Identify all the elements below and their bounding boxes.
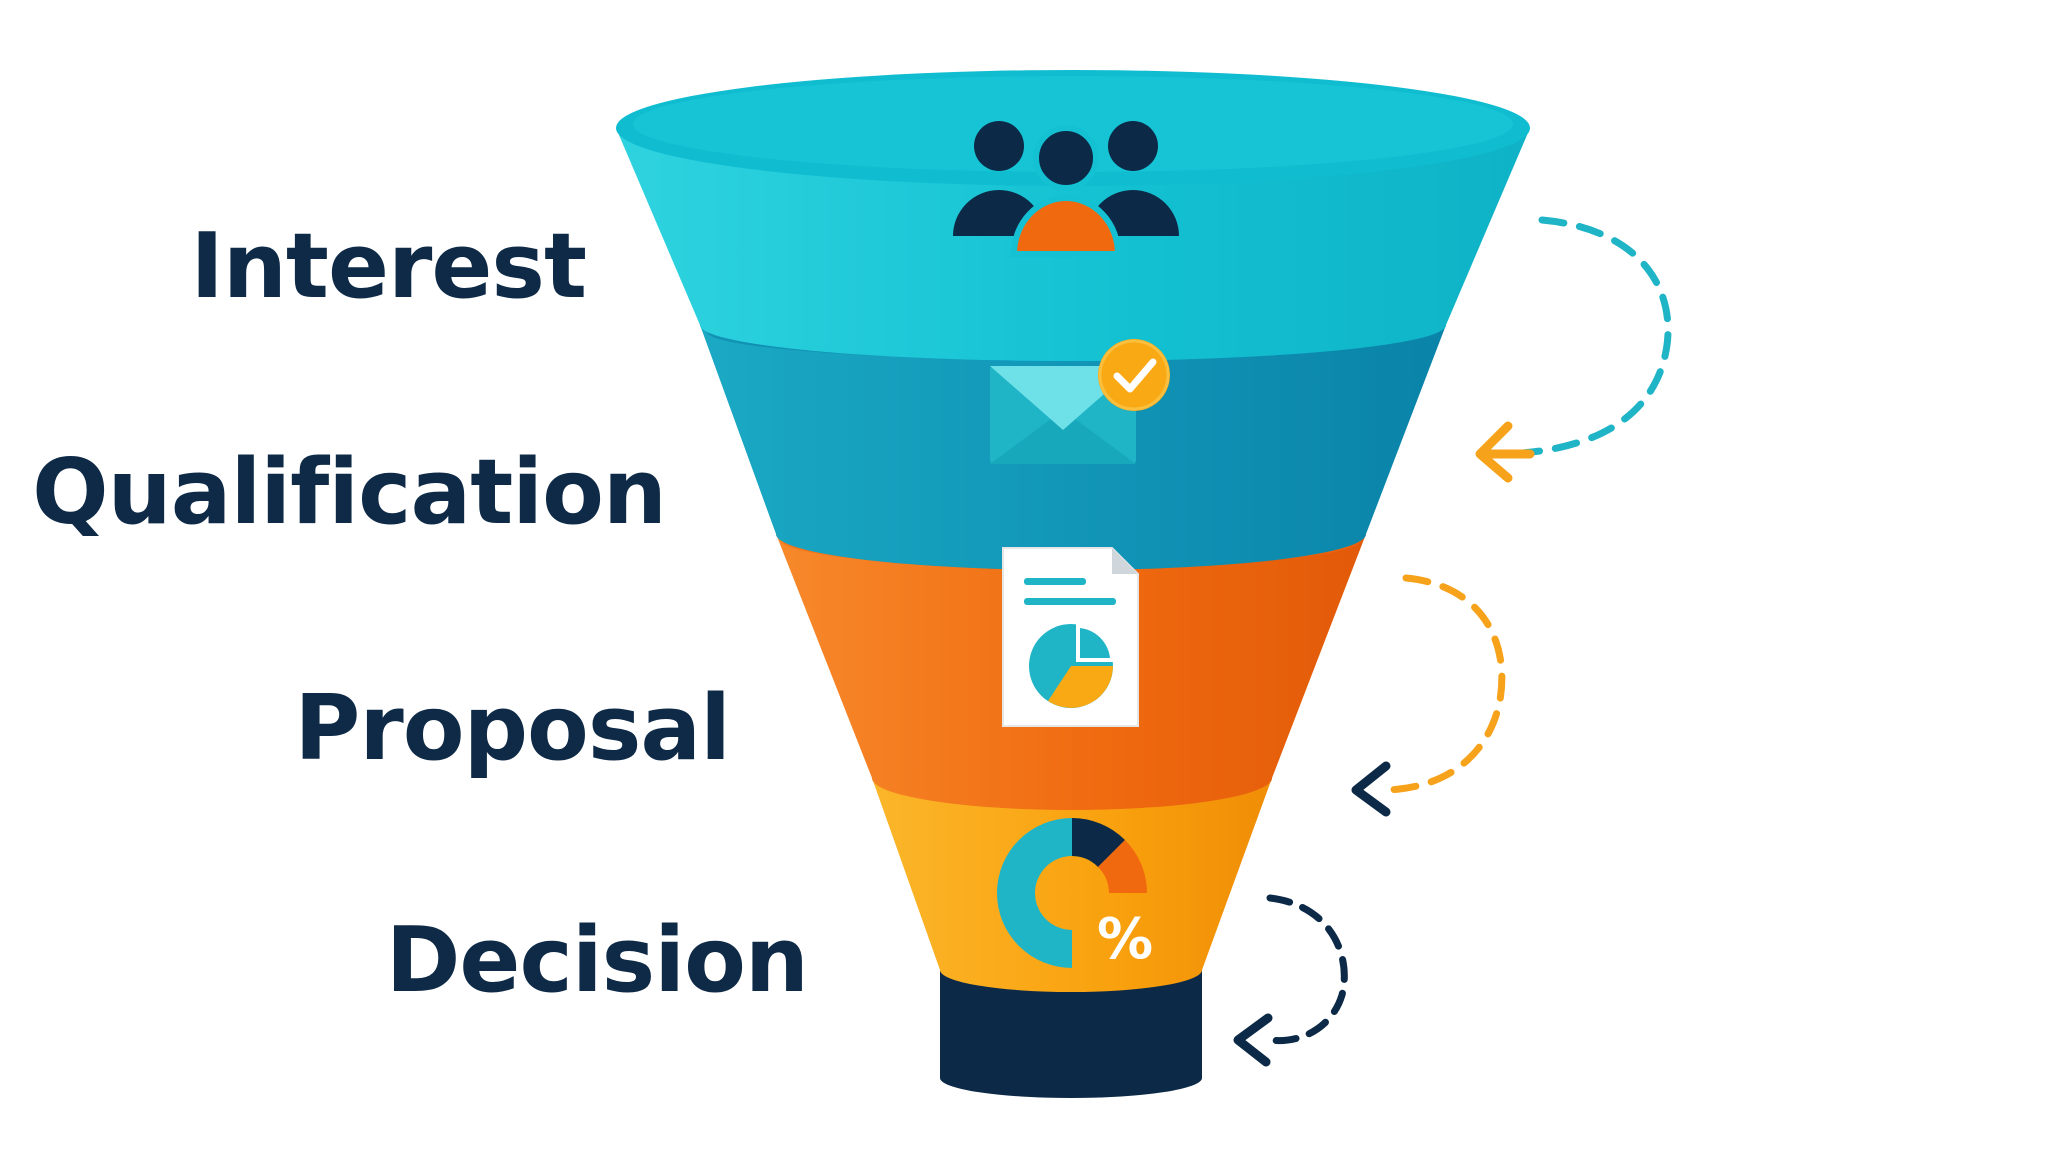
people-icon	[953, 121, 1179, 257]
gauge-percent-icon: %	[997, 818, 1153, 972]
curved-dashed-arrow-icon	[1233, 894, 1348, 1067]
stage-label-decision: Decision	[385, 908, 809, 1013]
stage-label-proposal: Proposal	[294, 676, 731, 781]
envelope-check-icon	[990, 339, 1170, 464]
percent-symbol: %	[1097, 907, 1153, 972]
curved-dashed-arrow-icon	[1475, 216, 1672, 483]
stage-label-qualification: Qualification	[32, 440, 667, 545]
document-pie-chart-icon	[1002, 547, 1139, 727]
curved-dashed-arrow-icon	[1351, 574, 1506, 817]
stage-label-interest: Interest	[190, 214, 587, 319]
